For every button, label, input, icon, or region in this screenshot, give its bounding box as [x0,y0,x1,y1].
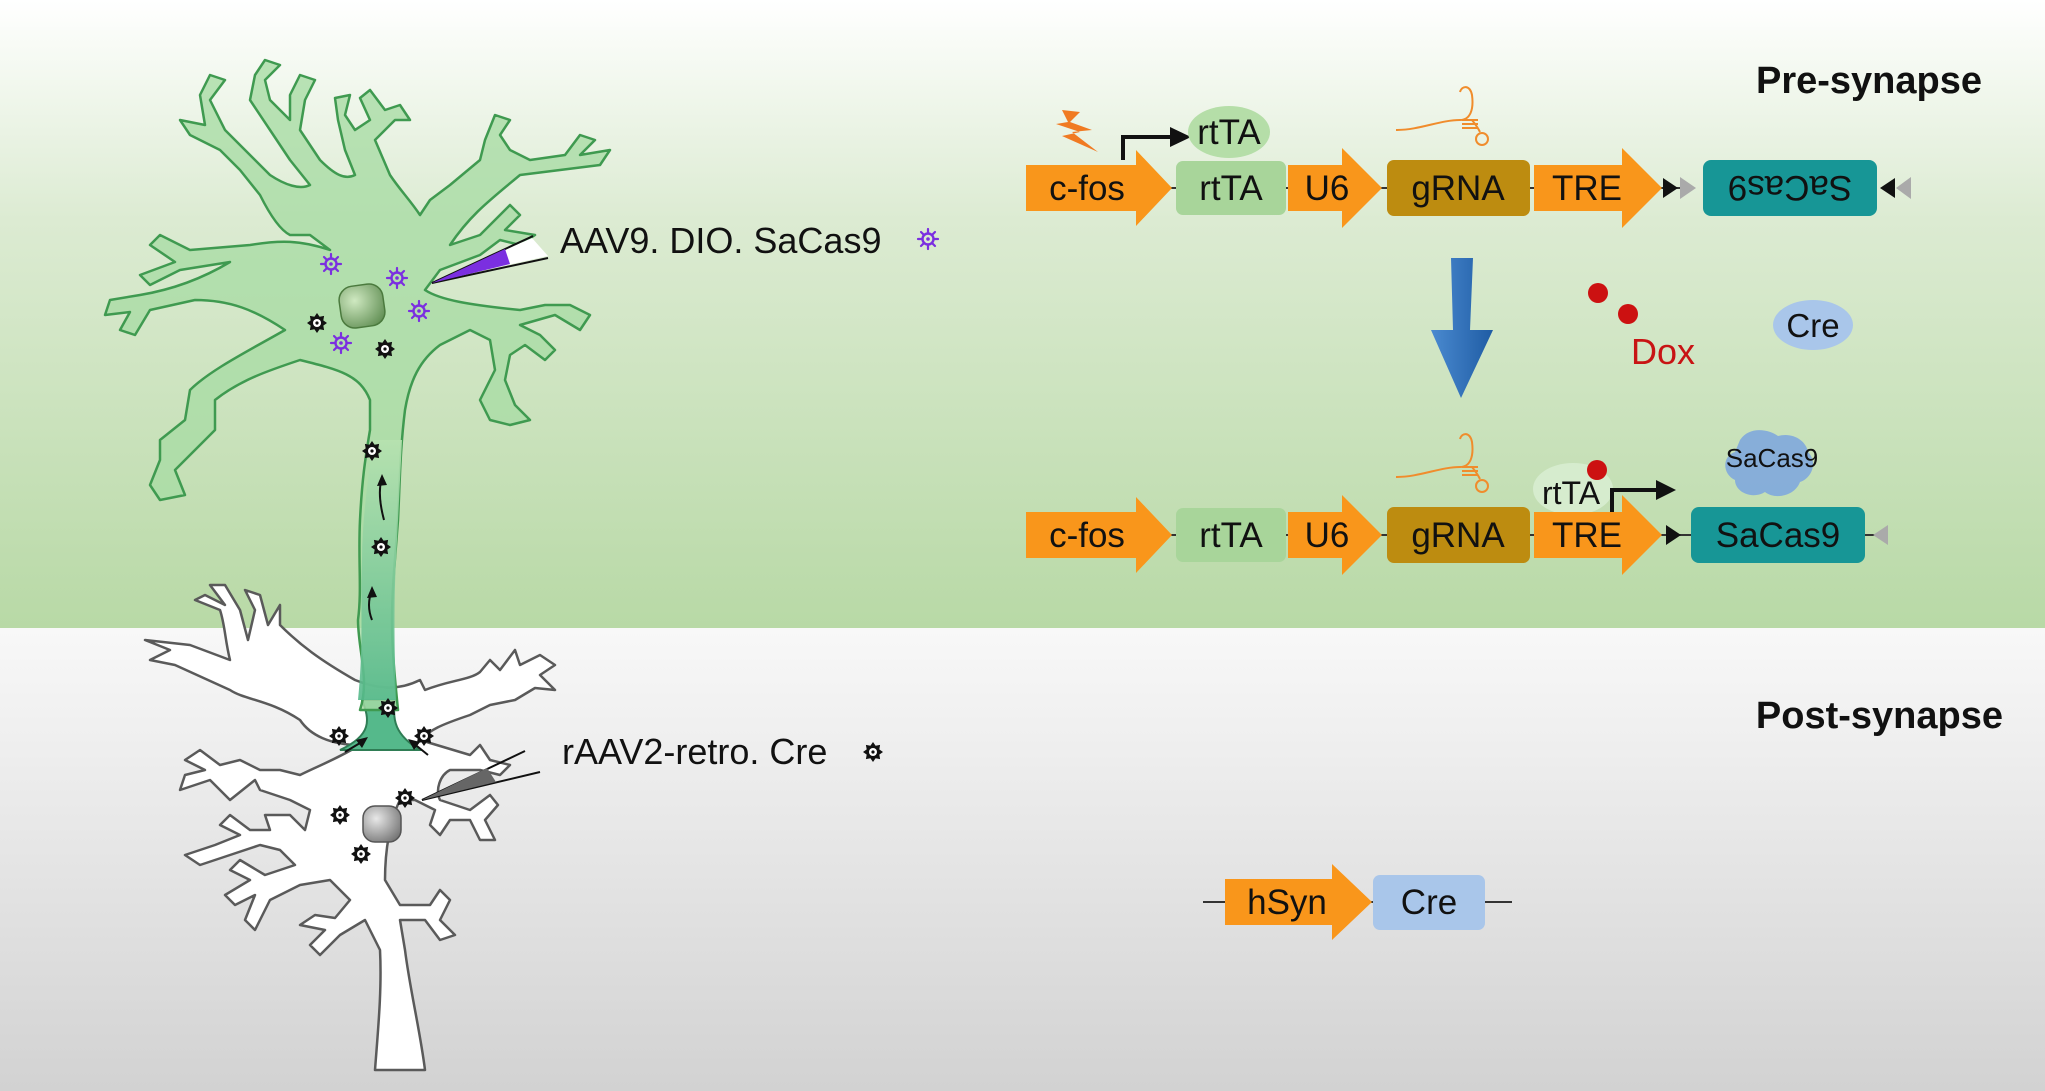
cfos-promoter [1026,497,1172,573]
post-nucleus [362,805,402,843]
rtta-bubble-label: rtTA [1197,113,1261,152]
grna-label: gRNA [1411,169,1505,208]
sacas9-label: SaCas9 [1716,516,1841,555]
dox-label: Dox [1631,331,1695,372]
dox-molecule [1587,460,1607,480]
syringe-icon-post [421,750,541,801]
sacas9-protein [1725,430,1814,497]
virus-icon [916,227,940,251]
tre-label: TRE [1552,516,1622,555]
down-arrow-icon [1431,258,1493,398]
grna-label: gRNA [1411,516,1505,555]
transcription-arrow-icon [1610,488,1657,512]
u6-promoter [1288,495,1382,575]
lox-site-icon [1666,525,1681,545]
cre-protein [1773,300,1853,350]
retro-virus-icon [863,742,883,762]
u6-promoter [1288,148,1382,228]
rtta-label: rtTA [1199,516,1263,555]
cre-gene [1373,875,1485,930]
tre-promoter [1534,148,1662,228]
lightning-icon [1056,110,1098,152]
hairpin-rna-icon [1395,86,1489,146]
hsyn-promoter [1225,864,1372,940]
hsyn-label: hSyn [1247,883,1327,922]
aav9-label: AAV9. DIO. SaCas9 [560,220,881,261]
cre-protein-label: Cre [1786,307,1839,344]
construct-post: hSyn Cre [1203,864,1512,940]
u6-label: U6 [1305,516,1350,555]
pre-synaptic-neuron [103,58,612,756]
tre-promoter [1534,495,1662,575]
sacas9-inverted-label: SaCas9 [1728,168,1853,207]
lox-site-icon [1880,178,1895,198]
hairpin-rna-icon [1395,433,1489,493]
dox-molecule [1588,283,1608,303]
rtta-gene [1176,161,1286,215]
rtta-label: rtTA [1199,169,1263,208]
retro-cre-label: rAAV2-retro. Cre [562,731,827,772]
pre-nucleus [338,283,386,329]
transcription-arrow-icon [1121,135,1172,160]
bound-rtta-label: rtTA [1542,475,1601,511]
post-synapse-title: Post-synapse [1756,695,2003,737]
lox-site-icon [1873,525,1888,545]
lox-site-icon [1663,178,1678,198]
sacas9-protein-label: SaCas9 [1726,443,1819,473]
dox-molecule [1618,304,1638,324]
grna-gene [1387,160,1530,216]
rtta-gene [1176,508,1286,562]
pre-synapse-title: Pre-synapse [1756,60,1982,102]
u6-label: U6 [1305,169,1350,208]
post-synaptic-neuron [143,583,557,1072]
cre-label: Cre [1401,883,1457,922]
syringe-icon-pre [431,235,549,284]
cfos-label: c-fos [1049,169,1125,208]
sacas9-gene [1691,507,1865,563]
construct-bottom: c-fos rtTA U6 gRNA rtTA TRE SaCas9 SaCas… [1026,430,1888,575]
cfos-label: c-fos [1049,516,1125,555]
construct-top: rtTA c-fos rtTA U6 gRNA TRE SaCas9 [1026,86,1911,228]
sacas9-inverted-gene [1703,160,1877,216]
grna-gene [1387,507,1530,563]
cfos-promoter [1026,150,1172,226]
tre-label: TRE [1552,169,1622,208]
